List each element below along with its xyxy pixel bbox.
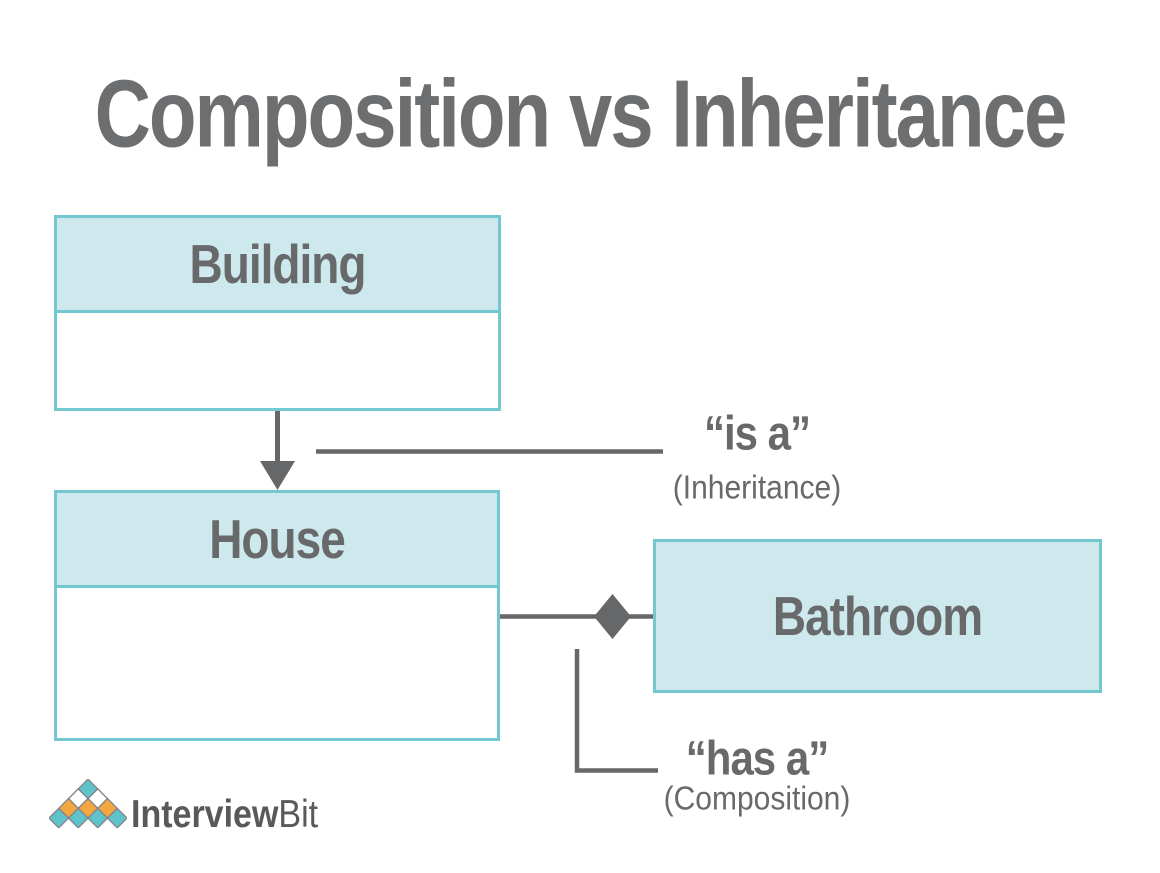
interviewbit-logo: InterviewBit [49,779,379,849]
building-class-header: Building [57,218,498,313]
interviewbit-wordmark: InterviewBit [131,795,318,834]
bathroom-class-label: Bathroom [772,585,983,647]
building-class-label: Building [189,233,367,295]
building-class-body [57,313,498,405]
has-a-callout-line [574,649,658,773]
composition-sublabel: (Composition) [663,780,851,818]
page-title: Composition vs Inheritance [94,59,1068,168]
has-a-label: “has a” [685,730,829,785]
is-a-label: “is a” [703,405,811,460]
logo-text-bit: Bit [278,792,319,837]
inheritance-sublabel: (Inheritance) [672,469,842,507]
house-class-body [57,588,497,735]
interviewbit-pyramid-icon [49,779,127,828]
composition-diamond-icon [594,594,631,639]
bathroom-class-box: Bathroom [653,539,1102,693]
house-class-label: House [209,508,346,570]
house-class-box: House [54,490,500,741]
house-class-header: House [57,493,497,588]
logo-text-interview: Interview [131,792,279,837]
building-class-box: Building [54,215,501,411]
inheritance-arrow-head-icon [260,461,295,490]
